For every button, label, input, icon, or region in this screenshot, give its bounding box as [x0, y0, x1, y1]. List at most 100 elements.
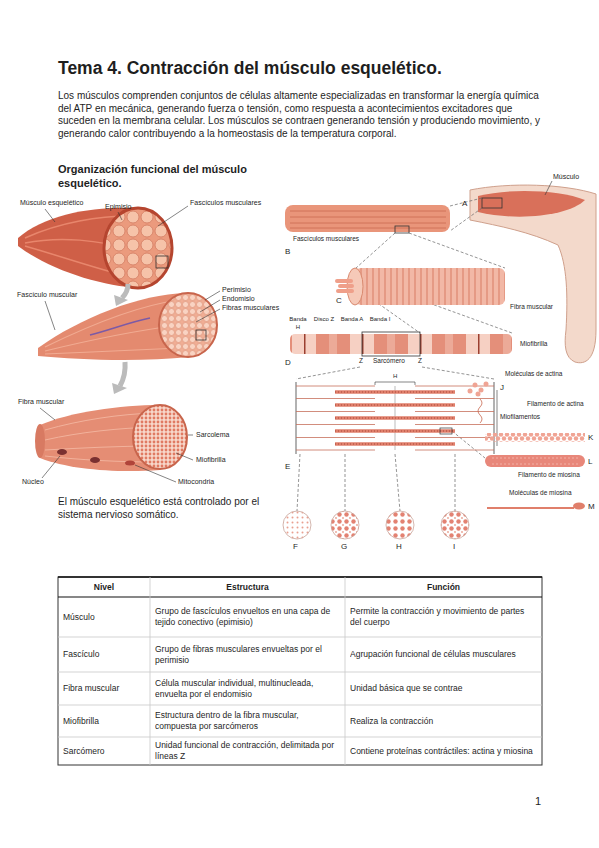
molecules-drawing [468, 382, 586, 510]
leader-lines [45, 301, 55, 330]
zoom-lines [296, 367, 360, 379]
callout-letter: I [453, 542, 455, 552]
table-grid [58, 737, 542, 738]
fiber-drawing [338, 284, 354, 288]
sarcomere-drawing [415, 437, 494, 438]
callout-letter: A [462, 199, 467, 209]
zoom-lines [297, 454, 300, 511]
part-label: Z [359, 357, 363, 365]
zoom-lines [395, 454, 400, 511]
callout-letter: B [285, 247, 290, 257]
callout-letter: M [588, 502, 595, 512]
zoom-lines [296, 198, 512, 511]
part-label: Perimisio [222, 286, 251, 295]
leader-lines [45, 209, 55, 222]
molecules-drawing [473, 383, 478, 388]
table-grid [58, 577, 542, 765]
fascicle-drawing [159, 293, 217, 357]
callout-letter: K [588, 433, 593, 443]
note-text: El músculo esquelético está controlado p… [58, 496, 286, 521]
part-label: Epimisio [105, 203, 131, 212]
sarcomere-drawing [335, 392, 455, 444]
part-label: Fascículos musculares [190, 199, 261, 208]
table-grid [150, 577, 151, 765]
page-number: 1 [535, 795, 541, 809]
callout-letter: D [285, 358, 291, 368]
leader-lines [135, 465, 176, 482]
leader-lines [118, 212, 122, 220]
part-label: Miofibrilla [520, 340, 547, 348]
part-label: Moléculas de miosina [509, 489, 572, 497]
fiber-drawing [335, 268, 505, 305]
arrow [122, 284, 128, 298]
cross-sections [283, 511, 311, 539]
fascicles-drawing [290, 211, 446, 228]
zoom-lines [409, 233, 505, 268]
molecules-drawing [468, 389, 473, 394]
leader-lines [40, 408, 55, 420]
zoom-lines [356, 233, 395, 268]
cross-sections [441, 511, 469, 539]
leader-lines [188, 435, 193, 436]
part-label: Fascículos musculares [293, 235, 359, 243]
sarcomere-drawing [415, 386, 494, 387]
molecules-drawing [485, 455, 585, 467]
table-cell: Miofibrilla [63, 705, 145, 737]
sarcomere-drawing [335, 431, 455, 432]
sarcomere-drawing [296, 386, 494, 450]
fiber-drawing [90, 457, 100, 463]
part-label: Fibra muscular [18, 398, 64, 407]
sarcomere-drawing [415, 450, 494, 451]
arrow [114, 284, 128, 306]
part-label: Músculo [553, 173, 579, 182]
sarcomere-drawing [335, 442, 455, 446]
molecules-drawing [487, 507, 574, 509]
sarcomere-drawing [415, 424, 494, 425]
part-label: Endomisio [222, 295, 255, 304]
part-label: Fibras musculares [222, 304, 279, 313]
part-label: Moléculas de actina [505, 370, 562, 378]
table-header: Función [350, 577, 537, 597]
part-label: Músculo esquelético [20, 199, 83, 208]
molecules-drawing [485, 433, 585, 442]
table-cell: Unidad básica que se contrae [350, 672, 537, 705]
molecules-drawing [478, 399, 482, 423]
fiber-drawing [35, 405, 187, 471]
table-cell: Estructura dentro de la fibra muscular, … [155, 705, 340, 737]
cross-sections [331, 511, 359, 539]
fascicles-drawing [285, 205, 450, 233]
sarcomere-drawing [335, 392, 455, 393]
table-cell: Grupo de fibras musculares envueltas por… [155, 637, 340, 672]
myofibril-drawing [290, 332, 512, 356]
leader-lines [205, 291, 220, 300]
sarcomere-drawing [296, 424, 375, 425]
table-grid [345, 577, 346, 765]
sarcomere-drawing [296, 382, 497, 454]
table-grid [58, 672, 542, 673]
molecules-drawing [479, 388, 484, 393]
table-cell: Fascículo [63, 637, 145, 672]
molecules-drawing [492, 458, 580, 464]
part-label: Fascículo muscular [17, 291, 77, 300]
sarcomere-drawing [415, 398, 494, 399]
fascicles-drawing [395, 226, 409, 233]
band-label: Banda I [368, 316, 392, 324]
callout-letter: G [341, 542, 347, 552]
table-grid [58, 596, 542, 597]
zoom-lines [422, 367, 494, 379]
band-label: Disco Z [312, 316, 336, 324]
molecules-drawing [484, 382, 489, 387]
table-header: Nivel [63, 577, 145, 597]
sarcomere-drawing [415, 411, 494, 412]
leader-lines [42, 456, 60, 478]
sarcomere-drawing [335, 405, 455, 406]
table-cell: Contiene proteínas contráctiles: actina … [350, 737, 537, 765]
part-label: Mitocondria [178, 478, 214, 487]
leader-lines [196, 309, 220, 322]
part-label: Sarcolema [196, 431, 229, 440]
part-label: Núcleo [22, 478, 44, 487]
zoom-lines [450, 208, 482, 231]
sarcomere-drawing [295, 382, 297, 454]
part-label: Fibra muscular [510, 303, 553, 311]
table-cell: Célula muscular individual, multinuclead… [155, 672, 340, 705]
